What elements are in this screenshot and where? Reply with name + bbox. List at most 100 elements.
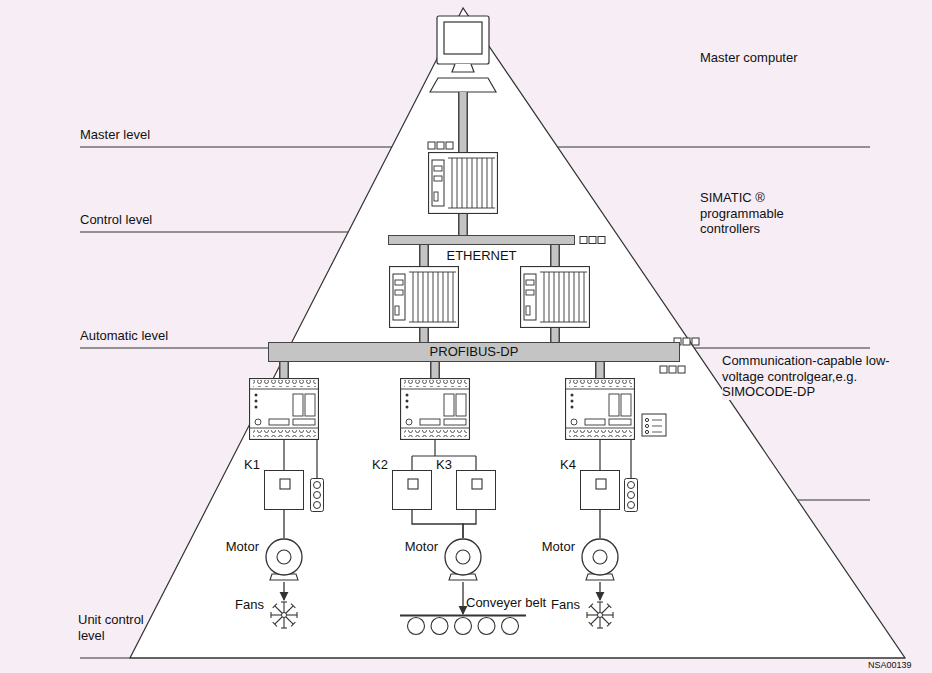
- drawing-number: NSA00139: [868, 660, 912, 671]
- fan-blade-tip: [589, 604, 593, 608]
- master-computer-part: [452, 64, 474, 72]
- ethernet-bus: ETHERNET: [388, 235, 575, 245]
- level-caption: Master computer: [700, 50, 798, 66]
- level-caption: SIMATIC ® programmable controllers: [700, 190, 800, 237]
- motor-symbol: Motor: [262, 538, 306, 582]
- motor-symbol: Motor: [578, 538, 622, 582]
- plc-unit: [390, 267, 459, 328]
- motor-housing: [582, 539, 618, 575]
- motor-drawing: [262, 538, 306, 582]
- contactor-label: K3: [436, 458, 452, 473]
- fan-blade-tip: [273, 604, 277, 608]
- contactor-drawing: [393, 471, 433, 511]
- level-name: Master level: [80, 127, 150, 143]
- level-lines-part: [694, 348, 870, 349]
- belt-roller: [502, 618, 519, 635]
- fan-blade-tip: [291, 622, 295, 626]
- controlgear-unit: [400, 379, 470, 440]
- fan-hub: [282, 613, 287, 618]
- bus-terminator-part: [678, 366, 685, 373]
- fan-blade-tip: [589, 622, 593, 626]
- fan-drawing: [585, 600, 615, 630]
- load-label: Conveyer belt: [466, 596, 546, 611]
- conveyor-belt: Conveyer belt: [400, 614, 526, 636]
- contactor-label: K2: [372, 458, 388, 473]
- fan-symbol: Fans: [585, 600, 615, 630]
- contactor-box: K3: [456, 470, 496, 510]
- level-name: Control level: [80, 212, 152, 228]
- contactor-mark: [472, 479, 482, 489]
- bus-terminator-part: [692, 338, 699, 345]
- bus-terminator-part: [660, 366, 667, 373]
- level-lines-part: [558, 147, 870, 148]
- motor-drawing: [578, 538, 622, 582]
- bus-terminator-part: [580, 237, 587, 244]
- fan-blade-tip: [291, 604, 295, 608]
- contactor-mark: [280, 479, 290, 489]
- bus-label: PROFIBUS-DP: [269, 345, 679, 360]
- fan-blade-tip: [281, 627, 287, 628]
- level-name: Unit control level: [78, 612, 158, 643]
- fan-blade-tip: [607, 622, 611, 626]
- level-lines-part: [798, 500, 870, 501]
- fan-blade-tip: [597, 627, 603, 628]
- operator-module-part: [645, 430, 648, 433]
- level-name: Automatic level: [80, 328, 168, 344]
- motor-shaft: [456, 550, 470, 564]
- contactor-mark: [596, 479, 606, 489]
- operator-module-part: [645, 418, 648, 421]
- motor-label: Motor: [405, 540, 438, 555]
- contactor-drawing: [457, 471, 497, 511]
- power-line: [599, 510, 600, 538]
- contactor-box: K4: [580, 470, 620, 510]
- fan-blade-tip: [296, 612, 297, 618]
- fan-symbol: Fans: [269, 600, 299, 630]
- pyramid-outline: [130, 8, 905, 658]
- fan-blade-tip: [281, 601, 287, 602]
- master-computer: [430, 16, 496, 92]
- contactor-label: K4: [560, 458, 576, 473]
- bus-terminator-part: [683, 338, 690, 345]
- bus-pipe-part: [284, 92, 600, 378]
- contactor-drawing: [581, 471, 621, 511]
- contactor-drawing: [265, 471, 305, 511]
- bus-terminator-part: [428, 142, 435, 149]
- fan-blade-tip: [270, 612, 271, 618]
- operator-module-part: [645, 424, 648, 427]
- signal-lamp: [625, 479, 638, 512]
- belt-roller: [431, 618, 448, 635]
- bus-terminator-part: [598, 237, 605, 244]
- power-line: [463, 510, 476, 538]
- contactor-label: K1: [244, 458, 260, 473]
- level-lines-part: [80, 147, 392, 148]
- motor-drawing: [441, 538, 485, 582]
- bus-terminator-part: [669, 366, 676, 373]
- bus-label: ETHERNET: [389, 249, 574, 264]
- fan-drawing: [269, 600, 299, 630]
- load-label: Fans: [551, 598, 580, 613]
- signal-lamp: [311, 479, 324, 512]
- contactor-mark: [408, 479, 418, 489]
- master-computer-part: [430, 78, 496, 92]
- motor-housing: [445, 539, 481, 575]
- motor-label: Motor: [542, 540, 575, 555]
- controlgear-unit: [565, 379, 635, 440]
- level-caption: Communication-capable low-voltage contro…: [722, 353, 897, 400]
- fan-blade-tip: [612, 612, 613, 618]
- belt-roller: [455, 618, 472, 635]
- belt-roller: [478, 618, 495, 635]
- operator-module-part: [642, 414, 666, 436]
- profibus-bus: PROFIBUS-DP: [268, 342, 680, 362]
- motor-shaft: [593, 550, 607, 564]
- plc-unit: [521, 267, 590, 328]
- motor-shaft: [277, 550, 291, 564]
- drive-arrow: [462, 582, 463, 614]
- power-line: [412, 510, 463, 538]
- fan-blade-tip: [597, 601, 603, 602]
- fan-hub: [598, 613, 603, 618]
- motor-housing: [266, 539, 302, 575]
- plc-unit: [429, 153, 498, 214]
- level-lines-part: [80, 658, 905, 659]
- drive-arrow: [599, 582, 600, 600]
